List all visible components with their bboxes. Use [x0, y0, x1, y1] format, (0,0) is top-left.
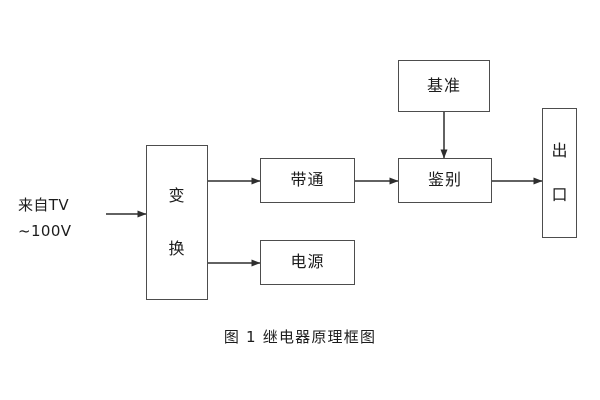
block-reference-label: 基准 [426, 75, 461, 95]
block-discriminate[interactable]: 鉴别 [398, 158, 492, 203]
block-output-char-2: 口 [551, 185, 568, 204]
block-discriminate-label: 鉴别 [427, 170, 462, 190]
block-transform-char-1: 变 [168, 186, 186, 206]
block-bandpass-label: 带通 [290, 170, 325, 190]
block-transform-char-2: 换 [168, 238, 186, 258]
figure-caption: 图 1 继电器原理框图 [223, 328, 377, 346]
source-input-label: 来自TV ~100V [18, 192, 108, 245]
block-bandpass[interactable]: 带通 [260, 158, 355, 203]
block-output-char-1: 出 [551, 140, 568, 160]
block-output[interactable]: 出 口 [542, 108, 577, 238]
block-transform[interactable]: 变 换 [146, 145, 208, 300]
block-power-supply[interactable]: 电源 [260, 240, 355, 285]
source-line-2: ~100V [18, 222, 72, 241]
source-line-1: 来自TV [18, 196, 70, 214]
block-reference[interactable]: 基准 [398, 60, 490, 112]
block-power-supply-label: 电源 [290, 252, 325, 272]
